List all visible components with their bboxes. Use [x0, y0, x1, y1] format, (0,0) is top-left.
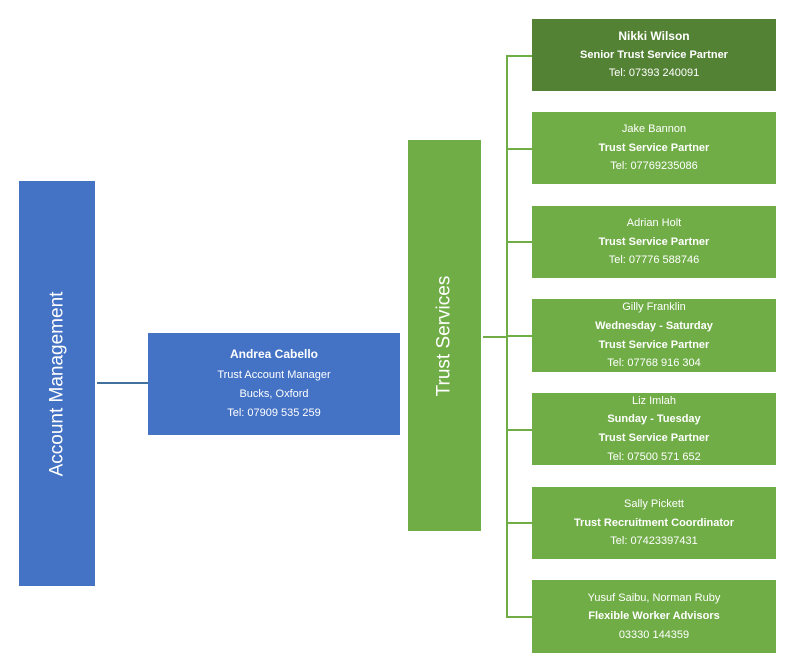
staff-card: Nikki Wilson Senior Trust Service Partne… — [532, 19, 776, 91]
connector-trust-services — [483, 336, 507, 338]
card-line: Senior Trust Service Partner — [580, 48, 728, 61]
card-line: Jake Bannon — [621, 123, 687, 136]
card-line: Sally Pickett — [624, 498, 684, 511]
card-line: Trust Recruitment Coordinator — [573, 516, 735, 529]
manager-location: Bucks, Oxford — [239, 388, 309, 400]
connector-branch — [506, 241, 532, 243]
connector-branch — [506, 148, 532, 150]
connector-branch — [506, 616, 532, 618]
card-line: Nikki Wilson — [618, 29, 690, 44]
trust-services-label: Trust Services — [433, 275, 455, 396]
card-line: Yusuf Saibu, Norman Ruby — [587, 591, 721, 604]
account-management-box: Account Management — [19, 181, 95, 586]
card-line: Gilly Franklin — [622, 301, 686, 314]
connector-account-manager — [97, 382, 148, 384]
card-line: Wednesday - Saturday — [595, 319, 713, 332]
connector-branch — [506, 55, 532, 57]
staff-card: Gilly Franklin Wednesday - Saturday Trus… — [532, 299, 776, 372]
staff-card: Sally Pickett Trust Recruitment Coordina… — [532, 487, 776, 559]
card-line: Flexible Worker Advisors — [588, 610, 720, 623]
manager-box: Andrea Cabello Trust Account Manager Buc… — [148, 333, 400, 435]
staff-card: Adrian Holt Trust Service Partner Tel: 0… — [532, 206, 776, 278]
account-management-label: Account Management — [46, 291, 67, 476]
card-line: 03330 144359 — [618, 628, 690, 641]
card-line: Trust Service Partner — [598, 338, 710, 351]
card-line: Tel: 07423397431 — [610, 535, 698, 548]
card-line: Sunday - Tuesday — [607, 413, 701, 426]
card-line: Tel: 07393 240091 — [608, 67, 700, 80]
card-line: Trust Service Partner — [598, 141, 710, 154]
card-line: Liz Imlah — [631, 394, 677, 407]
card-line: Tel: 07776 588746 — [608, 254, 700, 267]
card-line: Adrian Holt — [626, 217, 682, 230]
connector-branch — [506, 429, 532, 431]
trust-services-box: Trust Services — [408, 140, 481, 531]
staff-card: Jake Bannon Trust Service Partner Tel: 0… — [532, 112, 776, 184]
manager-role: Trust Account Manager — [217, 369, 331, 381]
card-line: Trust Service Partner — [598, 235, 710, 248]
connector-branch — [506, 522, 532, 524]
card-line: Tel: 07769235086 — [610, 160, 698, 173]
card-line: Tel: 07500 571 652 — [607, 450, 701, 463]
staff-card: Liz Imlah Sunday - Tuesday Trust Service… — [532, 393, 776, 465]
connector-branch — [506, 335, 532, 337]
manager-tel: Tel: 07909 535 259 — [227, 407, 321, 419]
card-line: Trust Service Partner — [598, 432, 710, 444]
manager-name: Andrea Cabello — [229, 347, 319, 361]
staff-card: Yusuf Saibu, Norman Ruby Flexible Worker… — [532, 580, 776, 653]
card-line: Tel: 07768 916 304 — [607, 357, 701, 370]
